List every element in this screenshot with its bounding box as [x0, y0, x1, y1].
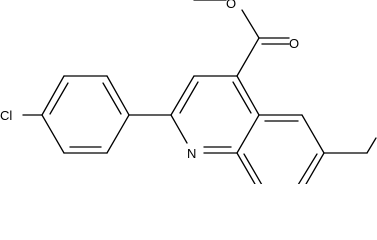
bond-c4a-c8a — [236, 114, 260, 154]
bond-aryl-c6-c1 — [106, 114, 130, 154]
bond-c4-c4a — [236, 75, 260, 116]
molecule-diagram: Cl N O O — [0, 0, 377, 184]
bond-aryl-c1-c2-inner — [102, 82, 122, 115]
bond-aryl-c3-c4-inner — [49, 82, 69, 115]
bond-c4-carbonyl-c — [236, 37, 260, 77]
bond-c2-c3 — [170, 75, 195, 116]
bond-c6-c7 — [305, 152, 325, 184]
nitrogen-atom-label: N — [187, 146, 196, 161]
atom-labels: Cl N O O — [0, 0, 299, 161]
bond-c8-c8a-inner — [243, 153, 263, 184]
bond-aryl-c4-c5 — [41, 114, 65, 154]
bond-n1-c2 — [170, 114, 188, 144]
bond-ethyl-ch2-ch3 — [366, 137, 377, 154]
carbonyl-oxygen-atom-label: O — [289, 36, 299, 51]
bond-c6-c7-inner — [297, 153, 318, 184]
bond-c2-c3-inner — [179, 81, 199, 114]
bond-aryl-c1-c2 — [106, 75, 130, 116]
ether-oxygen-atom-label: O — [226, 0, 236, 11]
chlorine-atom-label: Cl — [0, 108, 12, 123]
bond-c5-c6 — [301, 114, 325, 154]
bond-aryl-c3-c4 — [41, 75, 65, 116]
bond-c4-c4a-inner — [232, 81, 252, 114]
bonds — [22, 0, 377, 184]
molecule-structure-svg: Cl N O O — [0, 0, 377, 184]
bond-c8-c8a — [236, 152, 256, 184]
bond-carbonyl-c-o-single — [241, 9, 260, 39]
